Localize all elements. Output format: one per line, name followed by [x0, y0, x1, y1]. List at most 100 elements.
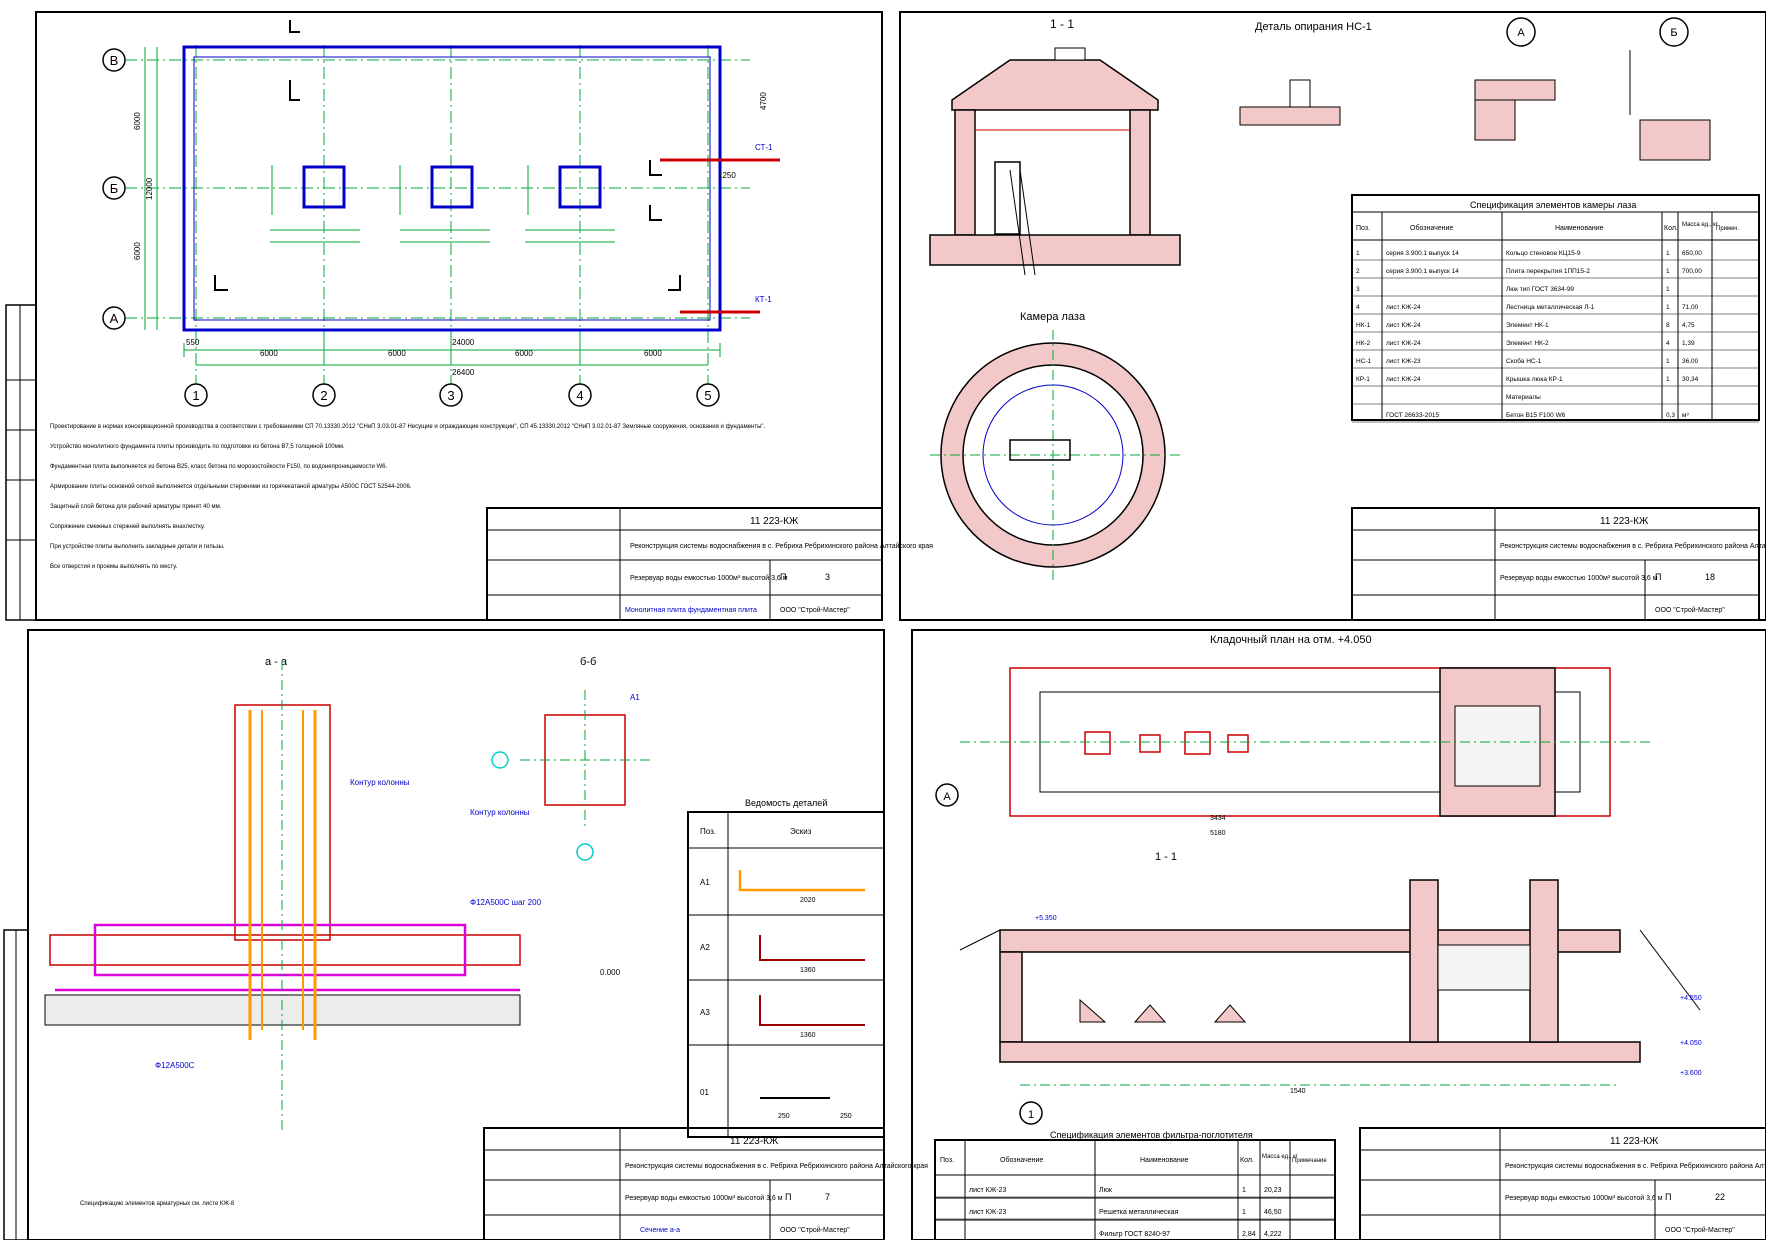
spec-header: Наименование	[1140, 1157, 1189, 1164]
project-object: Реконструкция системы водоснабжения в с.…	[625, 1162, 928, 1170]
spec-cell: 4	[1356, 304, 1360, 311]
company: ООО "Строй-Мастер"	[780, 1226, 850, 1234]
spec-cell: Люк	[1099, 1187, 1113, 1194]
stage: П	[1655, 572, 1661, 582]
spec-cell: Элемент НК-2	[1506, 340, 1549, 347]
axis-col-label: 5	[704, 388, 711, 403]
level-mark: +4.550	[1680, 995, 1702, 1002]
section-dim: 5180	[1210, 830, 1226, 837]
spec-cell: серия 3.900.1 выпуск 14	[1386, 250, 1459, 257]
sheet-number: 3	[825, 572, 830, 582]
callout-b: Б	[1670, 27, 1677, 39]
spec-header: Примеч.	[1716, 226, 1739, 232]
grid-lines	[125, 45, 750, 385]
spec-cell: 1	[1666, 286, 1670, 293]
label-rebar: Ф12А500С	[155, 1061, 195, 1070]
spec-cell: 1,39	[1682, 340, 1695, 347]
details-table: Ведомость деталей Поз. Эскиз А1 А2 А3 01…	[687, 798, 885, 1138]
level-mark: +5.350	[1035, 915, 1057, 922]
spec-cell: лист КЖ-24	[1386, 322, 1421, 329]
details-row: А2	[700, 943, 710, 952]
project-code: 11 223-КЖ	[1600, 516, 1649, 527]
dim-1250: 1250	[718, 171, 736, 180]
note-line: Защитный слой бетона для рабочей арматур…	[50, 503, 222, 510]
spec-cell: Плита перекрытия 1ПП15-2	[1506, 268, 1590, 275]
label-a1: А1	[630, 693, 640, 702]
spec-cell: 71,00	[1682, 304, 1699, 311]
plan-title: Кладочный план на отм. +4.050	[1210, 634, 1372, 646]
chamber-plan	[930, 330, 1180, 580]
sheet-title: Монолитная плита фундаментная плита	[625, 607, 757, 614]
stage: П	[1665, 1192, 1671, 1202]
spec-cell: Бетон В15 F100 W6	[1506, 412, 1566, 419]
sheet-column-reinforcement: а - а б-б А1 Контур колонны Контур колон…	[3, 629, 928, 1240]
callout-a: А	[1517, 27, 1525, 39]
spec-cell: НК-1	[1356, 322, 1371, 329]
spec-header: Обозначение	[1000, 1156, 1043, 1164]
dim-span: 6000	[388, 349, 406, 358]
spec-cell: Кольцо стеновое КЦ15-9	[1506, 250, 1581, 257]
sheet-number: 18	[1705, 572, 1715, 582]
left-stamp-column	[5, 304, 37, 621]
spec-cell: серия 3.900.1 выпуск 14	[1386, 268, 1459, 275]
axis-col-label: 4	[576, 388, 583, 403]
label-level: 0.000	[600, 968, 621, 977]
stage: П	[780, 572, 786, 582]
sheet-title: Сечение а-а	[640, 1227, 680, 1234]
spec-cell: лист КЖ-24	[1386, 304, 1421, 311]
sheet-filter-section: Кладочный план на отм. +4.050 А 1 - 1	[911, 629, 1766, 1240]
spec-header: Наименование	[1555, 225, 1604, 232]
detail-dim: 2020	[800, 897, 816, 904]
spec-cell: лист КЖ-23	[969, 1187, 1006, 1194]
detail-dim: 1360	[800, 1032, 816, 1039]
sheet-note: Спецификацию элементов арматурных см. ли…	[80, 1201, 235, 1207]
sheet-manhole-chamber: 1 - 1 Деталь опирания НС-1 А Б	[899, 11, 1766, 621]
note-line: При устройстве плиты выполнить закладные…	[50, 543, 225, 550]
sheet-title: Резервуар воды емкостью 1000м³ высотой 3…	[1500, 574, 1658, 582]
dim-left-total: 12000	[145, 177, 154, 200]
spec-title: Спецификация элементов фильтра-поглотите…	[1050, 1130, 1253, 1140]
spec-cell: 4	[1666, 340, 1670, 347]
spec-header: Масса ед., кг	[1682, 222, 1719, 228]
spec-cell: НС-1	[1356, 358, 1372, 365]
spec-cell: 30,34	[1682, 376, 1699, 383]
axis-number: 1	[1028, 1109, 1034, 1121]
project-code: 11 223-КЖ	[1610, 1136, 1659, 1147]
column-footings	[302, 165, 602, 209]
spec-cell: Лестница металлическая Л-1	[1506, 304, 1595, 311]
spec-cell: 4,75	[1682, 322, 1695, 329]
note-line: Все отверстия и проемы выполнять по мест…	[50, 564, 178, 570]
spec-cell: 1	[1666, 376, 1670, 383]
spec-cell: ГОСТ 26633-2015	[1386, 412, 1440, 419]
spec-cell: Крышка люка КР-1	[1506, 376, 1563, 383]
axis-row-label: Б	[110, 181, 119, 196]
sheet-foundation-plan: В Б А 1 2 3 4 5 600	[5, 11, 933, 621]
filter-plan	[960, 667, 1650, 817]
spec-cell: лист КЖ-24	[1386, 376, 1421, 383]
spec-cell: 0,3	[1666, 412, 1675, 419]
spec-cell: 2,84	[1242, 1231, 1256, 1238]
section-aa-title: а - а	[265, 656, 288, 668]
project-object: Реконструкция системы водоснабжения в с.…	[1505, 1162, 1766, 1170]
dim-550: 550	[186, 338, 200, 347]
note-line: Сопряжение смежных стержней выполнять вн…	[50, 523, 205, 530]
details-header: Эскиз	[790, 827, 812, 836]
filter-section-drawing	[959, 879, 1701, 1086]
section-markers	[214, 20, 681, 291]
dim-left: 6000	[133, 112, 142, 130]
spec-cell: КР-1	[1356, 376, 1370, 383]
project-code: 11 223-КЖ	[750, 516, 799, 527]
details-title: Ведомость деталей	[745, 798, 827, 808]
company: ООО "Строй-Мастер"	[1665, 1226, 1735, 1234]
foundation-slab-outline	[182, 45, 722, 332]
spec-cell: м³	[1682, 412, 1689, 419]
section-bb-title: б-б	[580, 656, 596, 668]
dimension-lines-bottom	[183, 343, 721, 366]
spec-cell: Люк тип ГОСТ 3634-99	[1506, 286, 1574, 293]
sheet-number: 22	[1715, 1192, 1725, 1202]
level-mark: +4.050	[1680, 1040, 1702, 1047]
spec-header: Поз.	[1356, 225, 1370, 232]
spec-header: Кол.	[1240, 1157, 1254, 1164]
detail-dim: 1360	[800, 967, 816, 974]
